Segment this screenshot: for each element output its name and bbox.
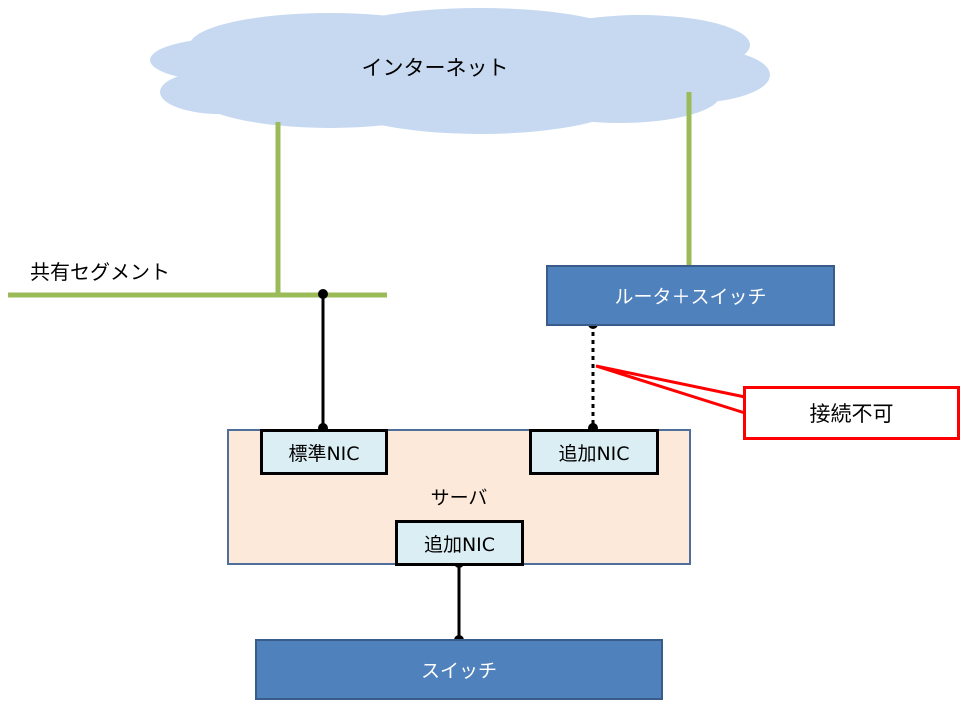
server-label: サーバ bbox=[430, 487, 488, 509]
internet-cloud bbox=[150, 8, 770, 134]
router-switch-device[interactable]: ルータ＋スイッチ bbox=[546, 265, 835, 326]
additional-nic-top-label: 追加NIC bbox=[558, 442, 630, 465]
callout-label: 接続不可 bbox=[809, 402, 894, 426]
standard-nic[interactable]: 標準NIC bbox=[260, 429, 388, 475]
standard-nic-label: 標準NIC bbox=[288, 442, 360, 465]
connector-dot bbox=[318, 289, 328, 299]
additional-nic-bottom[interactable]: 追加NIC bbox=[395, 520, 524, 566]
shared-segment-label: 共有セグメント bbox=[30, 259, 170, 284]
additional-nic-top[interactable]: 追加NIC bbox=[529, 429, 659, 475]
connection-unavailable-callout: 接続不可 bbox=[743, 386, 960, 440]
switch-device[interactable]: スイッチ bbox=[255, 639, 663, 700]
callout-pointer bbox=[595, 364, 747, 416]
internet-label: インターネット bbox=[361, 56, 509, 80]
router-switch-label: ルータ＋スイッチ bbox=[614, 286, 767, 308]
additional-nic-bottom-label: 追加NIC bbox=[423, 533, 496, 556]
switch-label: スイッチ bbox=[420, 660, 497, 682]
